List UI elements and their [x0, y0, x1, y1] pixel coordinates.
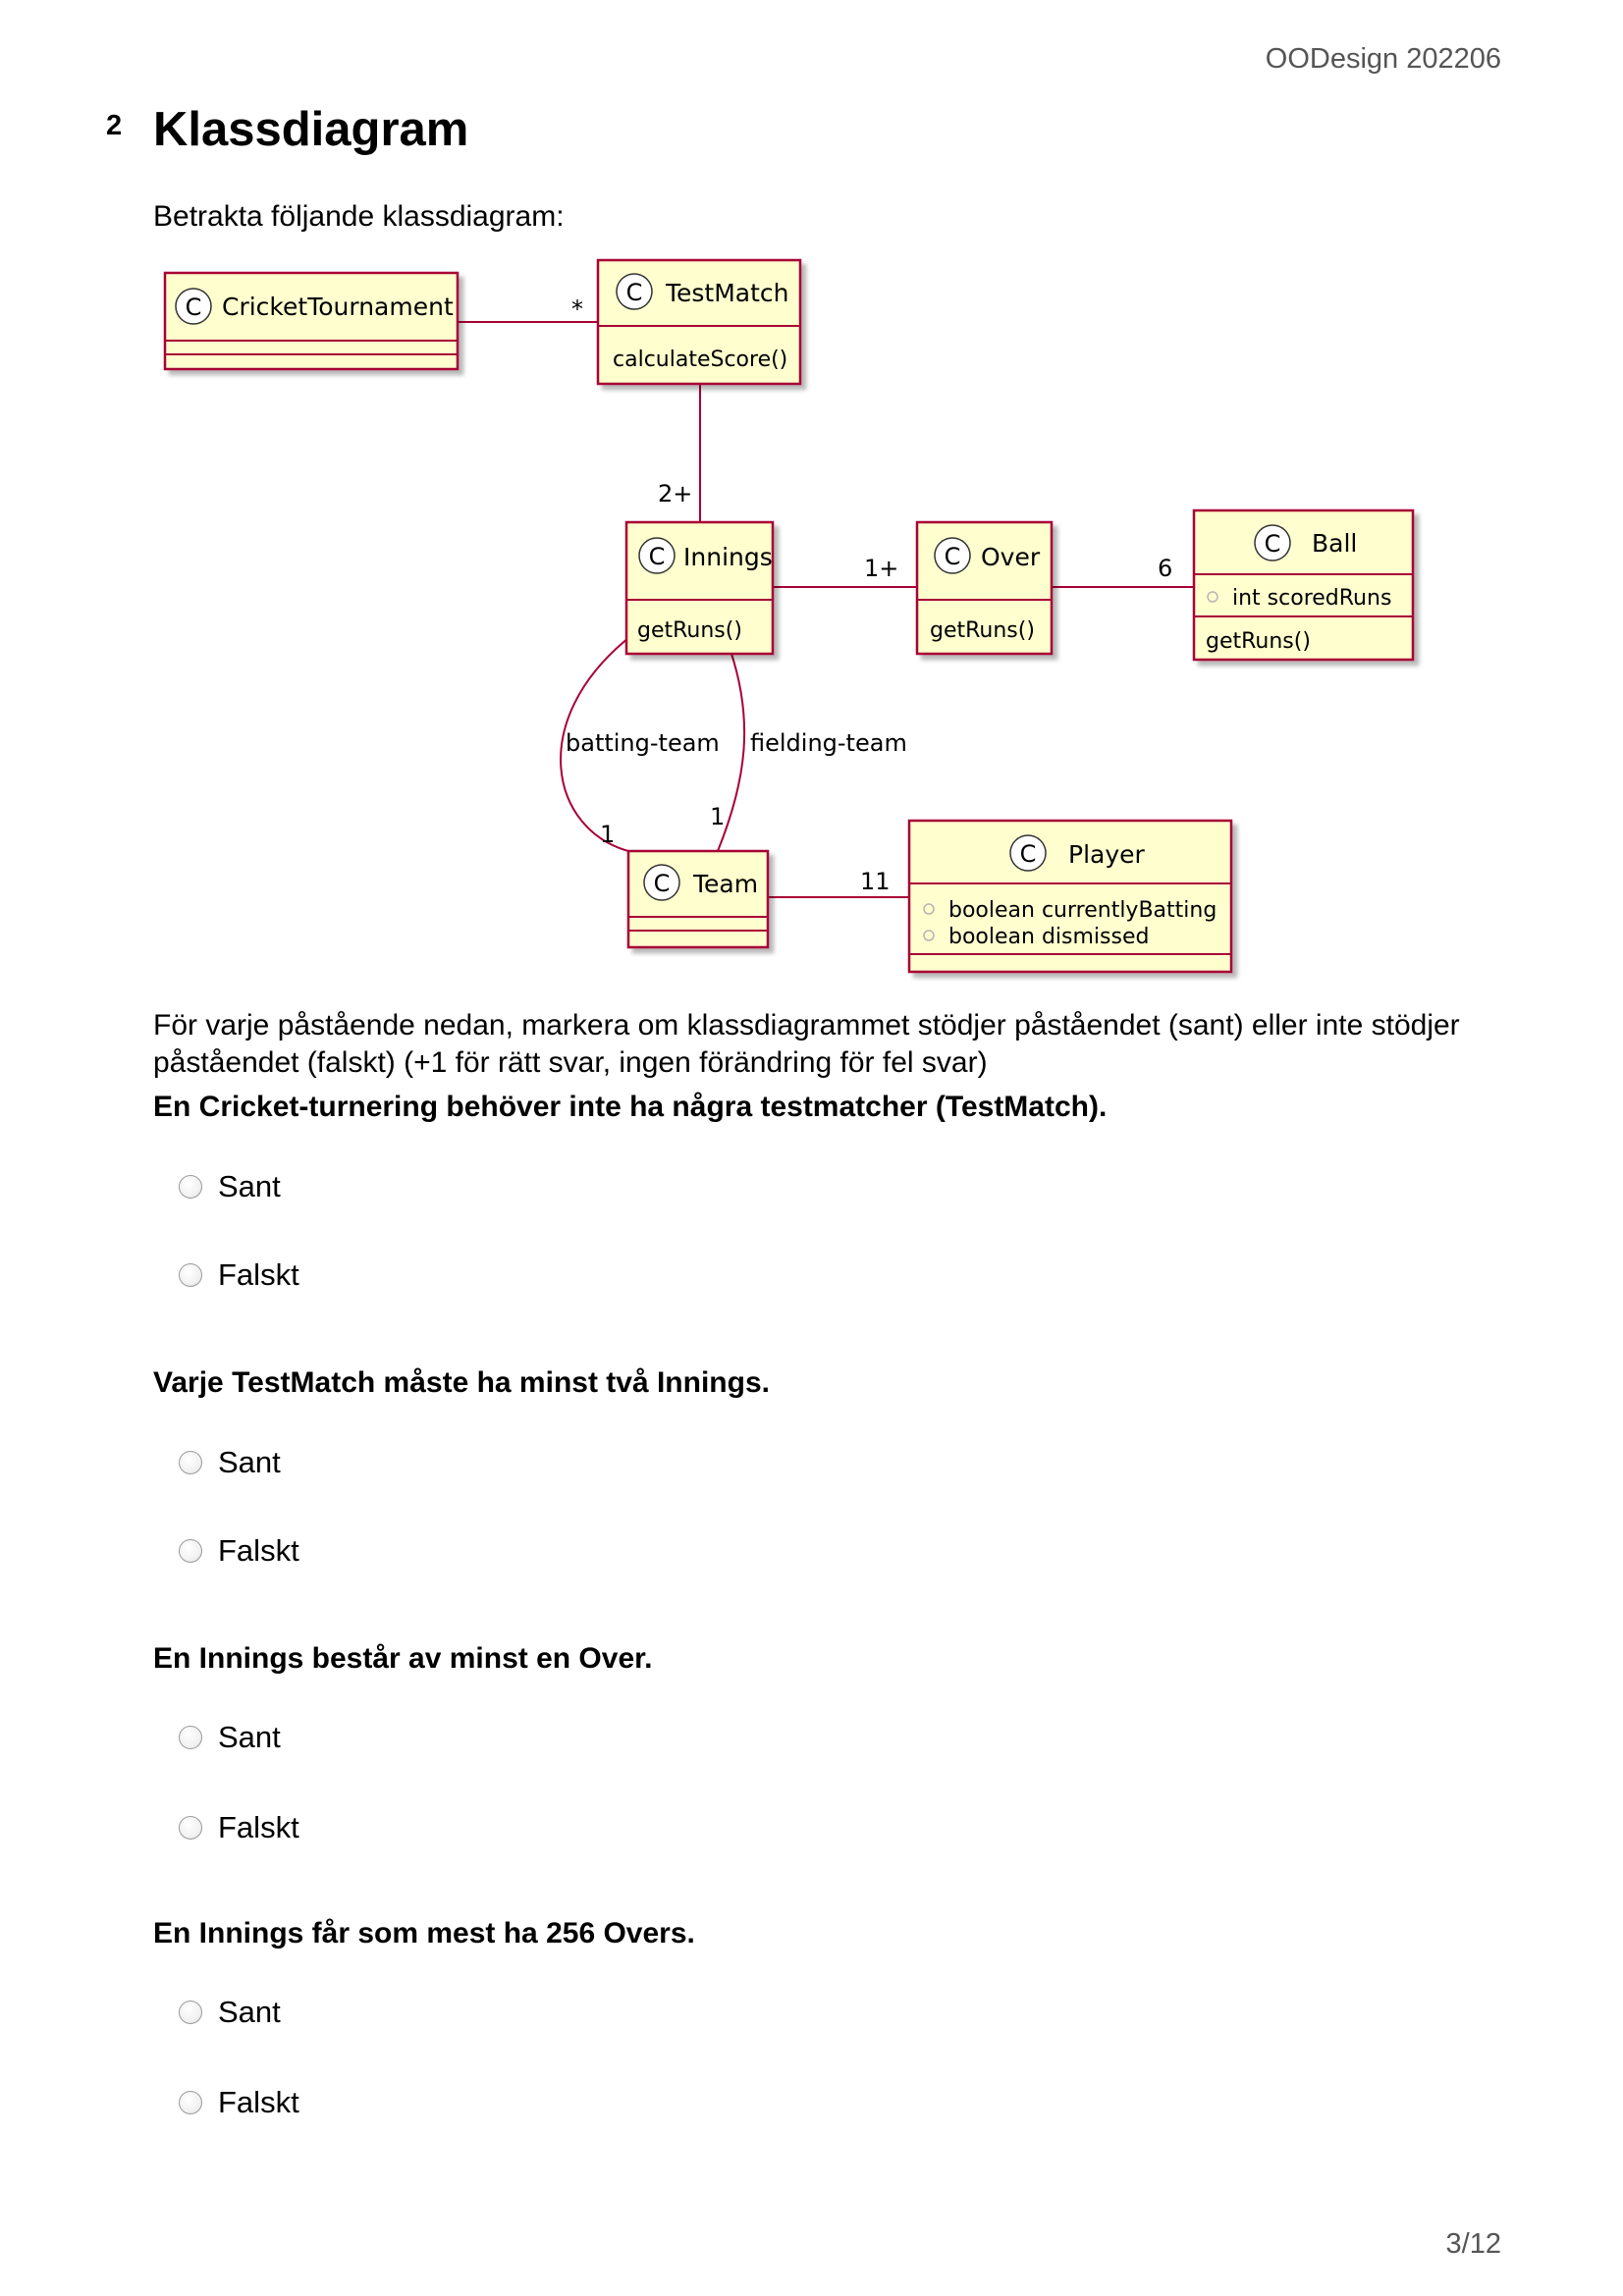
class-name: Team [692, 870, 758, 898]
edge-batting-team [560, 637, 629, 852]
page-number: 3/12 [1445, 2228, 1501, 2260]
option-label: Sant [218, 1720, 281, 1754]
public-visibility-icon [923, 903, 935, 915]
statement-1: En Cricket-turnering behöver inte ha någ… [153, 1091, 1108, 1123]
radio-button[interactable] [179, 1175, 202, 1199]
option-label: Sant [218, 1445, 281, 1479]
class-icon-letter: C [1020, 840, 1037, 868]
class-icon [616, 273, 653, 310]
class-icon [638, 537, 676, 574]
class-icon-letter: C [626, 279, 643, 306]
class-icon-letter: C [945, 543, 961, 570]
question-number: 2 [106, 110, 123, 141]
option-label: Falskt [218, 2085, 299, 2119]
mult-batting-team: 1 [600, 821, 615, 848]
class-method: getRuns() [930, 618, 1035, 643]
class-attribute: boolean currentlyBatting [948, 898, 1217, 923]
role-batting-team: batting-team [566, 729, 720, 757]
option-falskt[interactable]: Falskt [179, 2085, 299, 2120]
question-instructions: För varje påstående nedan, markera om kl… [153, 1009, 1460, 1079]
class-cricket-tournament: C CricketTournament [163, 271, 460, 371]
option-sant[interactable]: Sant [179, 1720, 281, 1755]
class-attribute: int scoredRuns [1232, 586, 1391, 611]
mult-tournament-testmatch: * [571, 295, 583, 323]
statement-2: Varje TestMatch måste ha minst två Innin… [153, 1366, 770, 1399]
question-intro: Betrakta följande klassdiagram: [153, 200, 565, 233]
mult-fielding-team: 1 [710, 803, 725, 830]
public-visibility-icon [1207, 591, 1218, 603]
option-label: Falskt [218, 1810, 299, 1844]
option-label: Falskt [218, 1257, 299, 1292]
option-sant[interactable]: Sant [179, 1445, 281, 1480]
mult-team-player: 11 [860, 868, 891, 895]
class-innings: C Innings getRuns() [624, 520, 775, 656]
class-name: TestMatch [665, 279, 789, 307]
mult-over-ball: 6 [1158, 555, 1172, 582]
class-diagram: * 2+ 1+ 6 1 1 11 batting-team fielding-t… [163, 258, 1415, 974]
role-fielding-team: fielding-team [750, 729, 907, 757]
public-visibility-icon [923, 930, 935, 941]
class-icon-letter: C [654, 870, 671, 897]
edge-fielding-team [717, 650, 746, 852]
option-label: Sant [218, 1995, 281, 2029]
class-over: C Over getRuns() [915, 520, 1054, 656]
radio-button[interactable] [179, 1539, 202, 1563]
class-ball: C Ball int scoredRuns getRuns() [1192, 508, 1415, 662]
class-name: Player [1068, 840, 1146, 869]
class-test-match: C TestMatch calculateScore() [596, 258, 802, 386]
statement-3: En Innings består av minst en Over. [153, 1642, 653, 1675]
class-team: C Team [626, 849, 770, 949]
radio-button[interactable] [179, 1816, 202, 1840]
option-falskt[interactable]: Falskt [179, 1533, 299, 1569]
class-player: C Player boolean currentlyBatting boolea… [907, 819, 1233, 974]
radio-button[interactable] [179, 1726, 202, 1749]
radio-button[interactable] [179, 2091, 202, 2114]
radio-button[interactable] [179, 1263, 202, 1287]
statement-4: En Innings får som mest ha 256 Overs. [153, 1917, 695, 1949]
class-name: Over [981, 543, 1041, 571]
option-falskt[interactable]: Falskt [179, 1257, 299, 1293]
page-header-course: OODesign 202206 [1265, 43, 1501, 75]
class-method: getRuns() [1206, 629, 1311, 654]
class-icon [643, 864, 680, 901]
class-icon [934, 537, 971, 574]
association-edges [458, 321, 1194, 898]
class-name: CricketTournament [222, 293, 454, 321]
class-name: Innings [683, 543, 773, 571]
option-label: Falskt [218, 1533, 299, 1568]
radio-button[interactable] [179, 2001, 202, 2024]
class-icon [175, 288, 212, 325]
class-icon-letter: C [649, 543, 666, 570]
mult-innings-over: 1+ [864, 555, 898, 582]
class-icon [1009, 834, 1047, 872]
option-sant[interactable]: Sant [179, 1995, 281, 2030]
class-method: calculateScore() [613, 347, 787, 372]
option-falskt[interactable]: Falskt [179, 1810, 299, 1845]
option-label: Sant [218, 1169, 281, 1203]
class-method: getRuns() [637, 618, 742, 643]
radio-button[interactable] [179, 1451, 202, 1474]
class-icon [1254, 524, 1291, 561]
class-attribute: boolean dismissed [948, 925, 1149, 949]
class-icon-letter: C [186, 294, 202, 321]
mult-testmatch-innings: 2+ [658, 480, 692, 507]
class-name: Ball [1312, 529, 1357, 558]
option-sant[interactable]: Sant [179, 1169, 281, 1204]
question-title: Klassdiagram [153, 103, 469, 156]
class-icon-letter: C [1265, 530, 1281, 558]
